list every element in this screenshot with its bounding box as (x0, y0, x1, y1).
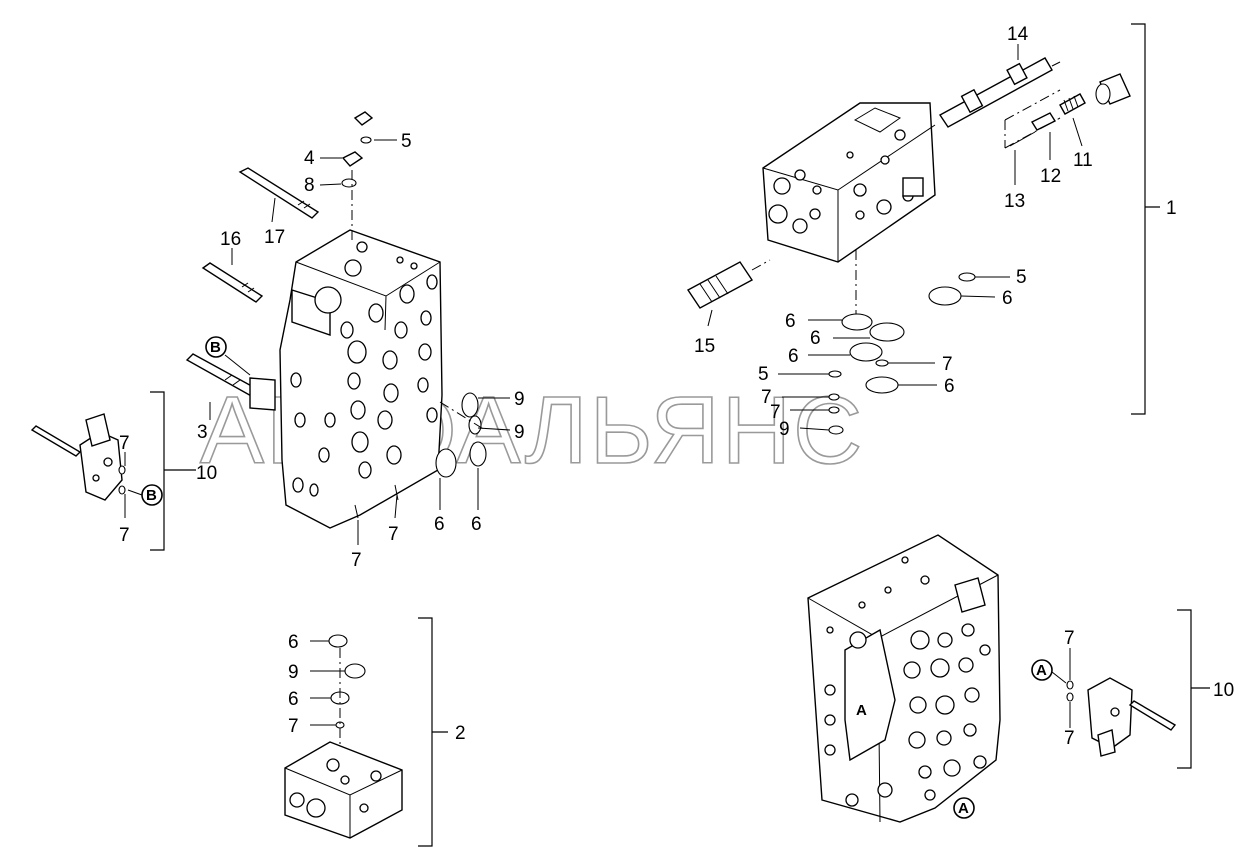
o-ring-6 (328, 634, 348, 648)
callout-9: 9 (514, 422, 525, 443)
spool-14 (938, 57, 1053, 128)
housing-letter-a: A (856, 702, 867, 719)
svg-text:A: A (1036, 662, 1047, 679)
callout-7: 7 (770, 402, 781, 423)
plug-top (353, 111, 374, 126)
marker-b-left: B (141, 484, 163, 506)
svg-text:B: B (146, 487, 157, 504)
assembly-top-right (686, 57, 1131, 435)
callout-7: 7 (942, 354, 953, 375)
callout-6: 6 (944, 376, 955, 397)
relief-valve-right-body (1087, 677, 1133, 749)
callout-6: 6 (288, 689, 299, 710)
leaders-bottom-center (310, 617, 448, 847)
end-cover-assembly (284, 634, 403, 839)
relief-valve-right (1066, 677, 1177, 757)
leaders-top-right (707, 23, 1160, 431)
relief-valve-left (30, 413, 126, 501)
marker-a-right: A (1031, 659, 1053, 681)
svg-text:A: A (958, 800, 969, 817)
callout-12: 12 (1040, 166, 1061, 187)
leaders-main-valve (209, 139, 511, 545)
callout-6: 6 (788, 346, 799, 367)
o-ring-8 (341, 178, 357, 188)
callouts-top-right: 14 1 11 12 13 15 5 6 6 6 6 7 5 6 7 7 9 (694, 24, 1177, 440)
bolt-17 (238, 167, 320, 219)
svg-text:B: B (210, 339, 221, 356)
callout-7: 7 (119, 433, 130, 454)
marker-b-top: B (205, 336, 227, 358)
main-valve-assembly (185, 111, 487, 529)
callout-9: 9 (779, 419, 790, 440)
marker-a-housing: A (953, 797, 975, 819)
valve-housing-rear: A (807, 534, 1001, 823)
callout-7: 7 (1064, 628, 1075, 649)
callout-7: 7 (388, 524, 399, 545)
callout-3: 3 (197, 422, 208, 443)
callout-2: 2 (455, 723, 466, 744)
spring-11 (1059, 93, 1086, 115)
callout-16: 16 (220, 229, 241, 250)
bracket-10-right (1177, 609, 1210, 769)
callout-5: 5 (401, 131, 412, 152)
callout-6: 6 (1002, 288, 1013, 309)
callout-14: 14 (1007, 24, 1029, 45)
callouts-bottom-center: 6 9 6 7 2 (288, 632, 466, 744)
bracket-1 (1131, 23, 1160, 415)
callout-4: 4 (304, 148, 315, 169)
callout-5: 5 (758, 364, 769, 385)
callout-8: 8 (304, 175, 315, 196)
callout-17: 17 (264, 227, 285, 248)
o-ring-9 (344, 663, 366, 679)
callout-10: 10 (1213, 680, 1234, 701)
housing-body (807, 534, 1001, 823)
callout-7: 7 (119, 525, 130, 546)
retainer-12 (1030, 112, 1057, 131)
o-ring-6 (928, 286, 962, 306)
leaders-right (1051, 609, 1210, 769)
callouts-main-valve: 5 4 8 17 16 9 9 3 6 6 7 7 (197, 131, 525, 571)
callout-6: 6 (288, 632, 299, 653)
callout-6: 6 (471, 514, 482, 535)
callout-1: 1 (1166, 198, 1177, 219)
bracket-10-left (150, 391, 196, 551)
callout-6: 6 (810, 328, 821, 349)
plug-15 (686, 261, 754, 309)
end-cover (284, 741, 403, 839)
o-ring-5 (958, 272, 976, 282)
callout-9: 9 (288, 662, 299, 683)
callout-13: 13 (1004, 191, 1025, 212)
bolt-16 (201, 262, 264, 303)
relief-bolt (30, 425, 82, 457)
callouts-right: 7 7 10 (1064, 628, 1234, 749)
plug-4 (341, 151, 364, 167)
relief-right-bolt (1128, 700, 1177, 731)
callout-15: 15 (694, 336, 715, 357)
callout-10: 10 (196, 463, 217, 484)
callouts-left: 7 7 10 (119, 433, 217, 546)
bracket-2 (418, 617, 448, 847)
callout-6: 6 (785, 311, 796, 332)
callout-5: 5 (1016, 267, 1027, 288)
callout-9: 9 (514, 389, 525, 410)
callout-7: 7 (351, 550, 362, 571)
main-valve-ports (290, 274, 438, 497)
callout-11: 11 (1073, 150, 1093, 171)
callout-6: 6 (434, 514, 445, 535)
callout-7: 7 (761, 387, 772, 408)
o-ring-5-top (360, 136, 372, 144)
housing-ports (824, 556, 991, 807)
leaders-left (124, 391, 196, 551)
callout-7: 7 (1064, 728, 1075, 749)
callout-7: 7 (288, 716, 299, 737)
